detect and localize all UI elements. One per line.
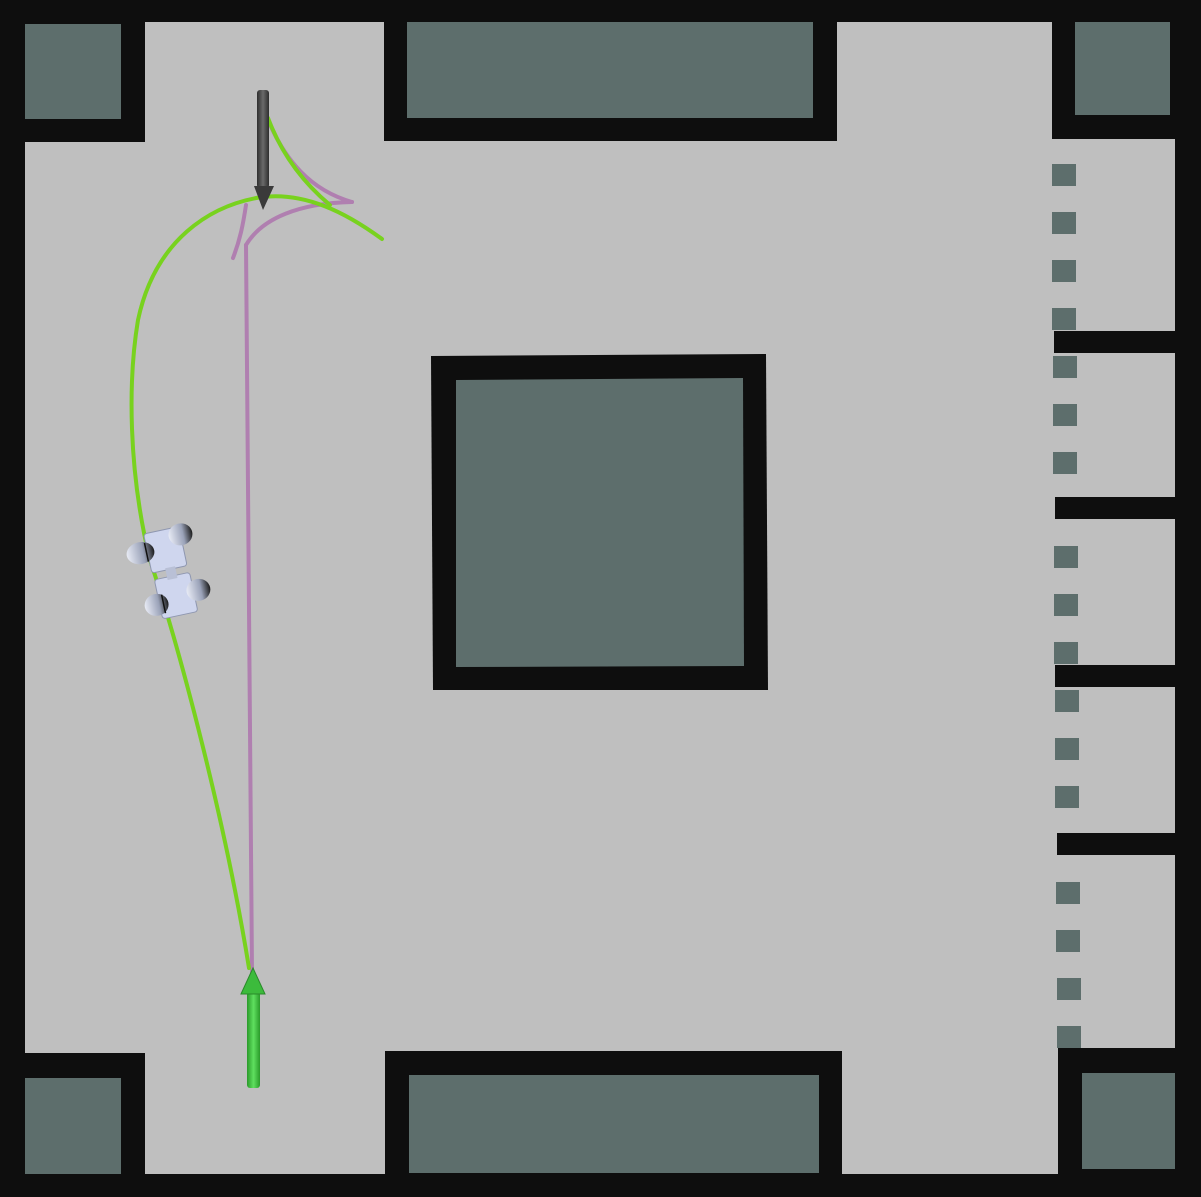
start-arrow-icon (240, 966, 266, 1088)
corner-block-bottom-left (0, 1053, 145, 1197)
right-dividers (1054, 0, 1201, 1197)
dash-marker (1056, 882, 1080, 904)
dash-marker (1054, 546, 1078, 568)
dash-marker (1052, 308, 1076, 330)
dashed-marker-column (1052, 164, 1081, 1048)
dash-marker (1055, 738, 1079, 760)
divider-wall (1057, 833, 1201, 855)
dash-marker (1055, 690, 1079, 712)
block-top-center (384, 0, 837, 141)
dash-marker (1052, 164, 1076, 186)
dash-marker (1055, 786, 1079, 808)
divider-wall (1054, 331, 1201, 353)
dash-marker (1056, 930, 1080, 952)
dash-marker (1054, 594, 1078, 616)
robot-icon (126, 523, 211, 619)
dash-marker (1052, 212, 1076, 234)
dash-marker (1053, 404, 1077, 426)
dash-marker (1057, 978, 1081, 1000)
executed-path (129, 116, 384, 970)
dash-marker (1057, 1026, 1081, 1048)
block-bottom-center (385, 1051, 842, 1197)
dash-marker (1053, 452, 1077, 474)
divider-wall (1055, 497, 1201, 519)
goal-arrow-icon (254, 90, 274, 210)
dash-marker (1054, 642, 1078, 664)
right-wall (1175, 0, 1201, 1197)
block-center (431, 354, 768, 690)
corner-block-top-left (0, 0, 145, 142)
dash-marker (1052, 260, 1076, 282)
dash-marker (1053, 356, 1077, 378)
divider-wall (1055, 665, 1201, 687)
